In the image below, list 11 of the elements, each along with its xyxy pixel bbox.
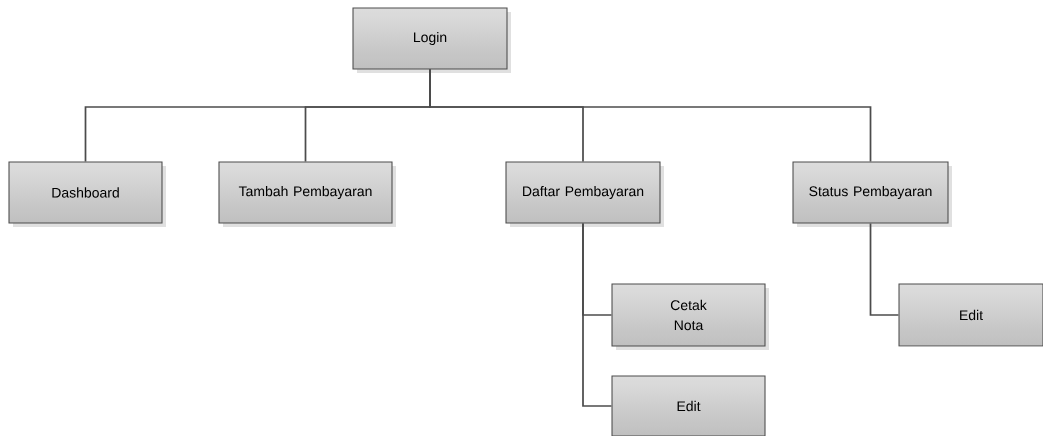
- menu-box: Cetak Nota: [611, 283, 769, 350]
- menu-box: Dashboard: [8, 161, 166, 227]
- menu-box: Daftar Pembayaran: [505, 161, 664, 227]
- menu-box: Login: [352, 7, 511, 73]
- menu-box: Edit: [611, 375, 766, 436]
- connector-line: [429, 68, 872, 163]
- connector-line: [582, 222, 613, 407]
- connector-line: [869, 222, 900, 316]
- menu-box: Edit: [898, 283, 1043, 347]
- menu-box: Tambah Pembayaran: [218, 161, 396, 227]
- menu-box: Status Pembayaran: [792, 161, 952, 227]
